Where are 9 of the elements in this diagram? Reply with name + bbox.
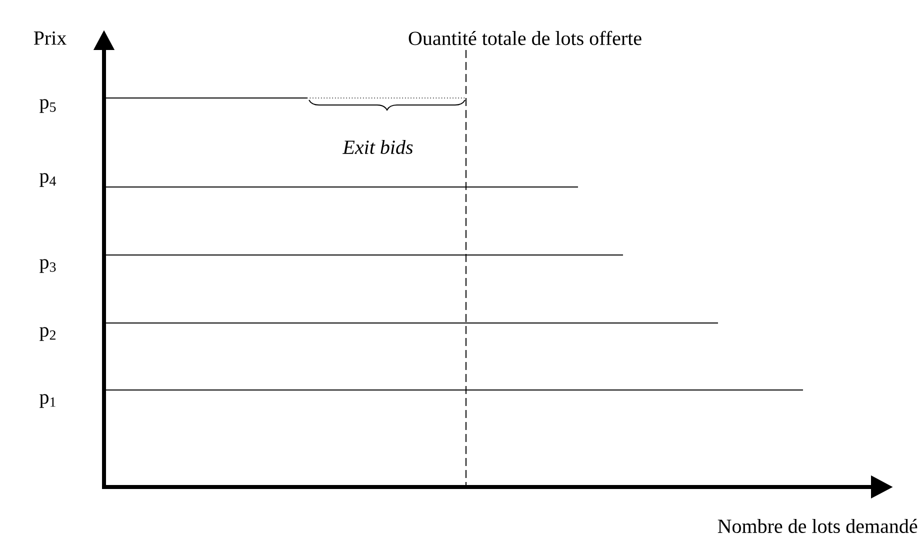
axis-label: Ouantité totale de lots offerte xyxy=(408,30,642,46)
price-label: p$_{1}$ xyxy=(40,394,56,408)
axis-label: Prix xyxy=(34,31,66,45)
bracket-label: Exit bids xyxy=(342,140,413,154)
price-label: p$_{3}$ xyxy=(40,259,56,273)
axis-label: Nombre de lots demandé xyxy=(718,518,918,534)
price-label: p$_{2}$ xyxy=(40,327,56,341)
price-label: p$_{5}$ xyxy=(40,99,56,113)
price-label: p$_{4}$ xyxy=(40,173,56,187)
